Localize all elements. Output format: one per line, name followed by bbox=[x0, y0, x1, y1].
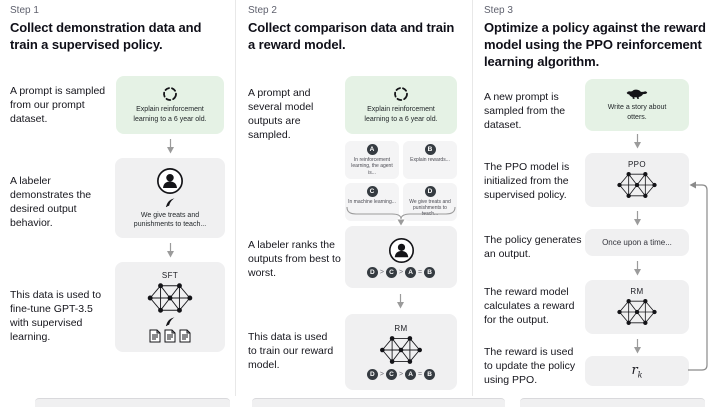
loop-arrow-icon bbox=[688, 181, 708, 371]
reward-value-box: rk bbox=[585, 356, 689, 386]
down-arrow-icon bbox=[167, 139, 174, 154]
sample-icon bbox=[394, 87, 408, 102]
ppo-label: PPO bbox=[627, 160, 647, 169]
policy-output-box: Once upon a time... bbox=[585, 229, 689, 256]
down-arrow-icon bbox=[634, 134, 641, 149]
rank-circle: A bbox=[405, 266, 417, 278]
rank-circle: B bbox=[424, 369, 436, 380]
step-2-row-2-text: A labeler ranks the outputs from best to… bbox=[248, 239, 341, 280]
rm-label: RM bbox=[630, 287, 644, 296]
labeler-demo-box: We give treats and punishments to teach.… bbox=[115, 158, 225, 238]
step-3-row-3-text: The policy generates an output. bbox=[484, 234, 582, 261]
rank-circle: A bbox=[405, 369, 417, 380]
otter-icon bbox=[626, 89, 648, 100]
step-2-heading: Collect comparison data and train a rewa… bbox=[248, 20, 455, 52]
ranking-row: D > C > A = B bbox=[366, 266, 436, 278]
prompt-box-step-2: Explain reinforcement learning to a 6 ye… bbox=[345, 76, 457, 134]
documents-icon bbox=[149, 329, 191, 343]
step-3-row-5-text: The reward is used to update the policy … bbox=[484, 346, 576, 387]
reward-symbol: rk bbox=[631, 362, 643, 380]
prompt-caption: Explain reinforcement learning to a 6 ye… bbox=[133, 106, 207, 123]
step-3-row-1-text: A new prompt is sampled from the dataset… bbox=[484, 91, 566, 132]
output-option-b: B Explain rewards... bbox=[403, 141, 457, 179]
labeler-demo-caption: We give treats and punishments to teach.… bbox=[133, 211, 207, 228]
rm-model-box-step-3: RM bbox=[585, 280, 689, 334]
down-arrow-icon bbox=[634, 211, 641, 226]
step-1-heading: Collect demonstration data and train a s… bbox=[10, 20, 202, 52]
bottom-cutoff-card bbox=[520, 398, 705, 407]
rank-circle: D bbox=[366, 266, 378, 278]
down-arrow-icon bbox=[167, 243, 174, 258]
step-3-row-4-text: The reward model calculates a reward for… bbox=[484, 286, 575, 327]
bottom-cutoff-card bbox=[252, 398, 505, 407]
column-divider-2 bbox=[472, 0, 473, 396]
network-icon bbox=[617, 299, 657, 325]
step-1-label: Step 1 bbox=[10, 5, 39, 16]
step-1-row-3-text: This data is used to fine-tune GPT-3.5 w… bbox=[10, 289, 102, 344]
down-arrow-icon bbox=[397, 294, 404, 309]
output-c-caption: In machine learning... bbox=[348, 198, 396, 205]
rank-circle: C bbox=[385, 266, 397, 278]
step-2-row-3-text: This data is used to train our reward mo… bbox=[248, 331, 334, 372]
output-b-caption: Explain rewards... bbox=[410, 157, 450, 163]
ranking-row: D > C > A = B bbox=[366, 369, 436, 380]
labeler-rank-box: D > C > A = B bbox=[345, 226, 457, 288]
labeler-icon bbox=[157, 167, 183, 194]
network-icon bbox=[147, 283, 193, 313]
rank-separator: > bbox=[379, 371, 384, 378]
rank-separator: = bbox=[418, 268, 423, 276]
output-d-badge: D bbox=[424, 185, 436, 197]
step-2-row-1-text: A prompt and several model outputs are s… bbox=[248, 87, 314, 142]
prompt-caption: Explain reinforcement learning to a 6 ye… bbox=[364, 106, 438, 123]
down-arrow-icon bbox=[634, 339, 641, 354]
column-divider-1 bbox=[235, 0, 236, 396]
rank-separator: > bbox=[398, 268, 404, 276]
output-option-a: A In reinforcement learning, the agent i… bbox=[345, 141, 399, 179]
prompt-box-step-1: Explain reinforcement learning to a 6 ye… bbox=[116, 76, 224, 134]
sft-model-box: SFT bbox=[115, 262, 225, 352]
step-3-label: Step 3 bbox=[484, 5, 513, 16]
sft-label: SFT bbox=[161, 271, 179, 280]
output-c-badge: C bbox=[366, 185, 378, 197]
network-icon bbox=[617, 172, 657, 198]
prompt-box-step-3: Write a story about otters. bbox=[585, 79, 689, 131]
rank-circle: B bbox=[424, 266, 436, 278]
rm-label: RM bbox=[394, 324, 408, 333]
rank-circle: C bbox=[385, 369, 397, 380]
step-2-label: Step 2 bbox=[248, 5, 277, 16]
bottom-cutoff-card bbox=[35, 398, 230, 407]
pen-icon bbox=[165, 317, 174, 327]
sample-icon bbox=[163, 87, 177, 102]
rm-model-box: RM D > C > A = B bbox=[345, 314, 457, 390]
rank-separator: = bbox=[418, 371, 423, 378]
ppo-model-box: PPO bbox=[585, 153, 689, 207]
rank-circle: D bbox=[366, 369, 378, 380]
step-1-row-2-text: A labeler demonstrates the desired outpu… bbox=[10, 175, 92, 230]
output-b-badge: B bbox=[424, 144, 436, 155]
step-3-row-2-text: The PPO model is initialized from the su… bbox=[484, 161, 570, 202]
policy-output-text: Once upon a time... bbox=[602, 238, 672, 247]
pen-icon bbox=[165, 198, 174, 208]
step-3-heading: Optimize a policy against the reward mod… bbox=[484, 20, 706, 69]
rank-separator: > bbox=[398, 371, 404, 378]
brace-icon bbox=[346, 206, 456, 226]
labeler-icon bbox=[388, 237, 414, 263]
network-icon bbox=[380, 336, 422, 364]
step-1-row-1-text: A prompt is sampled from our prompt data… bbox=[10, 85, 106, 126]
prompt-caption: Write a story about otters. bbox=[607, 104, 667, 121]
output-a-badge: A bbox=[366, 144, 378, 155]
output-a-caption: In reinforcement learning, the agent is.… bbox=[351, 157, 393, 176]
down-arrow-icon bbox=[634, 261, 641, 276]
rank-separator: > bbox=[379, 268, 384, 276]
